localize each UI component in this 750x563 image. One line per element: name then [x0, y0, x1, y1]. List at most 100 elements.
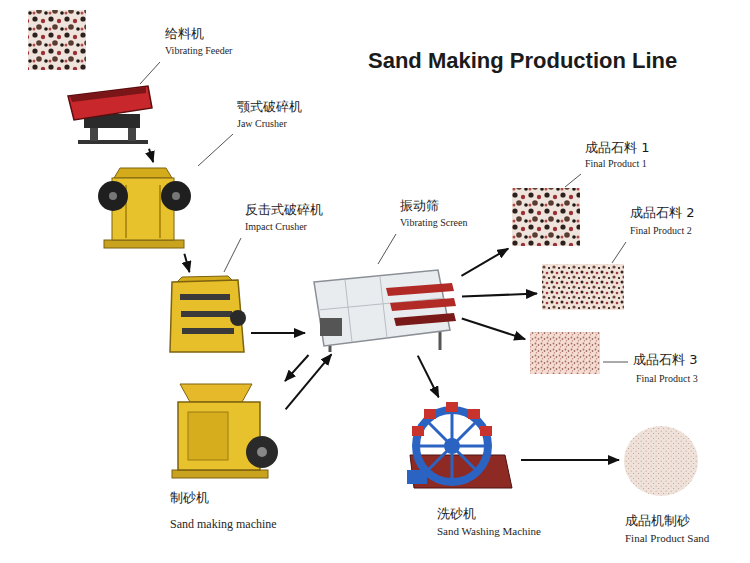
flywheel-hub [172, 192, 180, 200]
english-label: Final Product 2 [630, 225, 692, 237]
chinese-label: 制砂机 [170, 491, 209, 506]
machine-node: 成品石料 1Final Product 1 [510, 185, 582, 247]
screen-panel-line [380, 277, 387, 338]
flow-arrow [149, 149, 153, 162]
leader-line [224, 238, 241, 272]
chinese-label: 成品机制砂 [625, 514, 690, 529]
sand-washing-machine-picture [407, 402, 512, 488]
leader-line [140, 62, 160, 84]
english-label: Final Product 1 [585, 158, 647, 170]
flow-arrow [418, 356, 439, 398]
vibrating-screen-picture [314, 270, 456, 352]
final-sand-sample [624, 426, 698, 496]
english-label: Vibrating Screen [400, 217, 467, 229]
machine-door [188, 412, 228, 460]
final-product-1-sample [512, 188, 580, 246]
final-product-2-sample [542, 264, 624, 310]
machine-node: 成品石料 2Final Product 2 [540, 262, 626, 312]
flywheel [161, 181, 191, 211]
chinese-label: 颚式破碎机 [237, 100, 302, 115]
crusher-plate [181, 311, 232, 317]
crusher-hopper [114, 168, 172, 178]
machine-node: 反击式破碎机Impact Crusher [165, 275, 247, 357]
diagram-title: Sand Making Production Line [368, 48, 677, 73]
screen-deck [386, 283, 454, 296]
chinese-label: 成品石料 2 [630, 206, 694, 221]
wheel-spoke [428, 422, 476, 470]
english-label: Vibrating Feeder [165, 45, 232, 57]
machine-node: 颚式破碎机Jaw Crusher [98, 165, 190, 250]
leader-line [603, 362, 628, 363]
flow-arrow [462, 319, 525, 340]
machine-node: 给料机Vibrating Feeder [65, 85, 155, 145]
flow-arrow [251, 332, 305, 334]
rotor-disc [230, 310, 246, 326]
washer-motor [407, 470, 427, 484]
machine-node: 振动筛Vibrating Screen [308, 262, 458, 352]
leader-line [198, 134, 233, 166]
machine-node: 成品机制砂Final Product Sand [622, 425, 700, 497]
vibrating-feeder-picture [68, 86, 152, 144]
flow-arrow [286, 354, 332, 409]
flow-arrow [461, 249, 508, 276]
leader-lines [140, 62, 628, 362]
flywheel [98, 181, 128, 211]
wheel-bucket [446, 402, 458, 412]
flow-arrow [521, 459, 619, 461]
english-label: Final Product 3 [636, 373, 698, 385]
chinese-label: 振动筛 [400, 199, 439, 214]
raw-stone-pile [28, 10, 86, 70]
english-label: Sand making machine [170, 518, 277, 532]
chinese-label: 成品石料 1 [585, 141, 649, 156]
flywheel-hub [109, 192, 117, 200]
machine-node: 成品石料 3Final Product 3 [528, 330, 602, 376]
feeder-trough [68, 86, 152, 120]
feeder-leg [90, 126, 98, 141]
english-label: Sand Washing Machine [437, 525, 541, 538]
impact-crusher-picture [170, 276, 246, 352]
screen-panel-line [345, 280, 352, 342]
flow-arrow [285, 355, 309, 381]
machine-hopper [180, 384, 252, 402]
chinese-label: 成品石料 3 [633, 353, 697, 368]
machine-node: 制砂机Sand making machine [165, 378, 283, 480]
leader-line [378, 234, 396, 264]
feeder-trough-inside [70, 87, 146, 102]
wheel-bucket [424, 409, 436, 419]
wheel-bucket [412, 426, 424, 436]
final-product-3-sample [530, 332, 600, 374]
wheel-spoke [428, 422, 476, 470]
wheel-bucket [468, 409, 480, 419]
chinese-label: 给料机 [165, 27, 204, 42]
crusher-rib [159, 185, 161, 238]
english-label: Jaw Crusher [237, 118, 287, 130]
wheel-hub [444, 438, 460, 454]
leader-line [565, 174, 581, 187]
flow-arrow [462, 294, 537, 297]
screen-motor [320, 318, 342, 336]
crusher-plate [182, 328, 234, 334]
chinese-label: 洗砂机 [437, 507, 476, 522]
machine-base [172, 470, 268, 478]
screen-support [439, 330, 442, 350]
jaw-crusher-picture [98, 168, 191, 248]
feeder-base [78, 140, 148, 144]
english-label: Impact Crusher [245, 221, 307, 233]
screen-deck [390, 298, 456, 311]
machine-node: 洗砂机Sand Washing Machine [405, 400, 517, 492]
crusher-plate [180, 294, 230, 300]
leader-line [612, 242, 626, 263]
motor-hub [257, 447, 267, 457]
wheel-bucket [480, 426, 492, 436]
flow-arrow [184, 254, 189, 272]
screen-deck [394, 313, 456, 326]
sand-making-machine-picture [172, 384, 278, 478]
machine-body [178, 402, 260, 470]
machine-motor [246, 436, 278, 468]
english-label: Final Product Sand [625, 532, 709, 545]
crusher-base [104, 240, 184, 248]
chinese-label: 反击式破碎机 [245, 203, 323, 218]
